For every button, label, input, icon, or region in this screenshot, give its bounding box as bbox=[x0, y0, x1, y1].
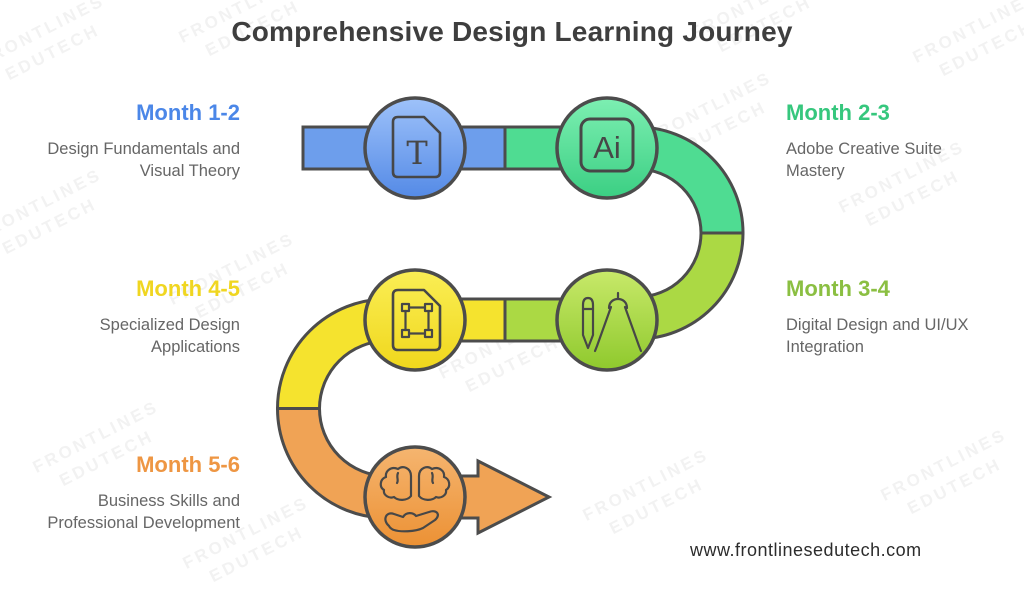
milestone-description: Digital Design and UI/UX Integration bbox=[786, 316, 969, 356]
milestone-description: Adobe Creative Suite Mastery bbox=[786, 140, 942, 180]
milestone-label: Month 5-6 bbox=[136, 452, 240, 477]
milestone-month-3-4: Month 3-4 Digital Design and UI/UX Integ… bbox=[786, 276, 1018, 358]
journey-path-graphic: T Ai bbox=[275, 96, 745, 549]
text-document-icon: T bbox=[391, 115, 442, 179]
milestone-label: Month 3-4 bbox=[786, 276, 890, 301]
brain-hand-icon bbox=[379, 466, 451, 533]
milestone-month-1-2: Month 1-2 Design Fundamentals and Visual… bbox=[18, 100, 240, 182]
vector-square-icon bbox=[391, 288, 442, 352]
svg-text:Ai: Ai bbox=[593, 130, 621, 165]
drafting-compass-icon bbox=[581, 291, 643, 353]
milestone-label: Month 2-3 bbox=[786, 100, 890, 125]
website-url: www.frontlinesedutech.com bbox=[690, 540, 922, 560]
milestone-month-5-6: Month 5-6 Business Skills and Profession… bbox=[18, 452, 240, 534]
page-title: Comprehensive Design Learning Journey bbox=[231, 16, 793, 47]
node-month-4-5 bbox=[363, 268, 467, 372]
adobe-illustrator-icon: Ai bbox=[579, 117, 635, 173]
milestone-description: Business Skills and Professional Develop… bbox=[47, 492, 240, 532]
milestone-month-4-5: Month 4-5 Specialized Design Application… bbox=[18, 276, 240, 358]
node-month-5-6 bbox=[363, 445, 467, 549]
milestone-description: Design Fundamentals and Visual Theory bbox=[47, 140, 240, 180]
milestone-label: Month 1-2 bbox=[136, 100, 240, 125]
milestone-description: Specialized Design Applications bbox=[99, 316, 240, 356]
svg-text:T: T bbox=[406, 134, 428, 172]
milestone-label: Month 4-5 bbox=[136, 276, 240, 301]
milestone-month-2-3: Month 2-3 Adobe Creative Suite Mastery bbox=[786, 100, 1018, 182]
